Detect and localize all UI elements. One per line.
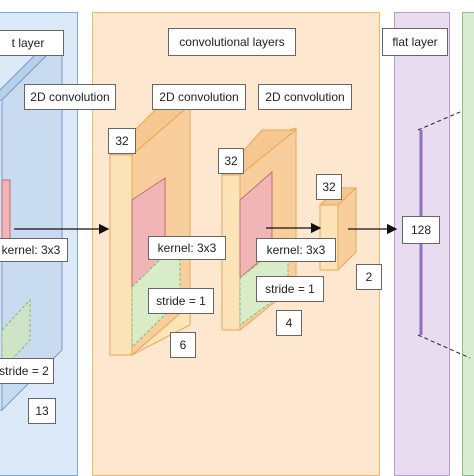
conv-label-1: 2D convolution [24,84,116,110]
dimension-label-2: 4 [276,310,302,336]
filter-count-label-2: 32 [218,148,244,174]
dimension-label-input: 13 [28,398,56,424]
conv-label-3: 2D convolution [258,84,352,110]
kernel-size-label-1: kernel: 3x3 [148,236,226,260]
kernel-size-label-input: kernel: 3x3 [0,238,68,262]
flat-fanout-top [417,111,461,131]
conv-label-2: 2D convolution [152,84,246,110]
filter-count-label-3: 32 [316,174,342,200]
convolutional-layers-title: convolutional layers [168,28,296,56]
conv1-front [109,154,133,356]
flat-units-label: 128 [402,216,440,244]
flat-fanout-bottom [417,334,471,359]
flat-layer-title: flat layer [382,28,448,56]
filter-count-label-1: 32 [108,128,136,154]
dimension-label-1: 6 [170,332,196,358]
dimension-label-3: 2 [356,264,382,290]
stride-label-input: stride = 2 [0,358,54,384]
stride-label-2: stride = 1 [256,276,324,302]
kernel-size-label-2: kernel: 3x3 [256,238,336,262]
input-receptive-field [1,298,31,372]
stride-label-1: stride = 1 [148,288,214,314]
input-layer-title: t layer [0,30,64,56]
